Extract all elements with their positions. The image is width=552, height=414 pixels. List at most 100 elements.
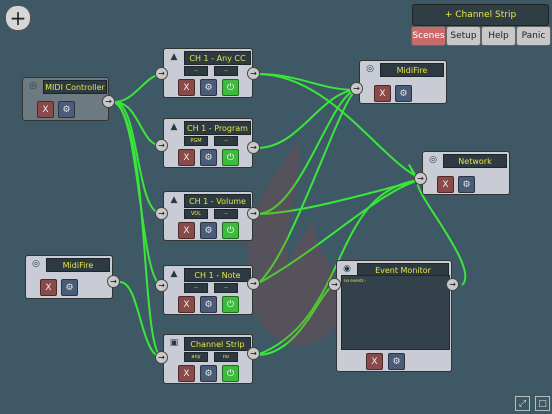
wire [113,73,163,103]
node-title: MidiFire [46,258,110,272]
param-field[interactable]: -- [184,66,208,76]
input-port[interactable]: → [155,351,168,364]
wire [113,101,163,286]
filter-icon: ▲ [170,52,178,62]
power-icon[interactable]: ⏻ [222,365,239,382]
ch1-note-node[interactable]: ▲ CH 1 - Note -- -- X ⚙ ⏻ [163,265,253,315]
param-field[interactable]: -- [214,283,238,293]
midi-port-icon: ◎ [29,81,37,91]
input-port[interactable]: → [155,207,168,220]
remove-button[interactable]: X [37,101,54,118]
help-button[interactable]: Help [481,26,516,46]
network-node[interactable]: ◎ Network X ⚙ [422,151,510,195]
wire [408,164,467,286]
wire [256,73,421,179]
param-field[interactable]: -- [214,66,238,76]
input-port[interactable]: → [155,279,168,292]
param-field[interactable]: no [214,352,238,362]
ch1-any-cc-node[interactable]: ▲ CH 1 - Any CC -- -- X ⚙ ⏻ [163,48,253,98]
gear-icon[interactable]: ⚙ [200,296,217,313]
scenes-button[interactable]: Scenes [411,26,446,46]
param-field[interactable]: VOL [184,209,208,219]
wire [256,89,357,149]
power-icon[interactable]: ⏻ [222,296,239,313]
gear-icon[interactable]: ⚙ [458,176,475,193]
input-port[interactable]: → [155,67,168,80]
event-log[interactable]: no events - [341,275,450,350]
wire [113,101,163,359]
gear-icon[interactable]: ⚙ [395,85,412,102]
gear-icon[interactable]: ⚙ [200,79,217,96]
midifire-output-node[interactable]: ◎ MidiFire X ⚙ [359,60,447,104]
wire [256,179,421,356]
filter-icon: ▲ [170,269,178,279]
panic-button[interactable]: Panic [516,26,551,46]
node-title: Network [443,154,507,168]
remove-button[interactable]: X [178,79,195,96]
node-title: Channel Strip [184,337,251,351]
midi-port-icon: ◎ [32,259,40,269]
remove-button[interactable]: X [40,279,57,296]
node-title: CH 1 - Note [184,268,251,282]
ch1-program-node[interactable]: ▲ CH 1 - Program PGM -- X ⚙ ⏻ [163,118,253,168]
gear-icon[interactable]: ⚙ [58,101,75,118]
node-title: CH 1 - Volume [184,194,251,208]
monitor-icon: ◉ [343,264,351,274]
midifire-input-node[interactable]: ◎ MidiFire X ⚙ [25,255,113,299]
gear-icon[interactable]: ⚙ [61,279,78,296]
wire [256,179,421,285]
node-title: CH 1 - Any CC [184,51,251,65]
power-icon[interactable]: ⏻ [222,222,239,239]
remove-button[interactable]: X [366,353,383,370]
midi-port-icon: ◎ [366,64,374,74]
remove-button[interactable]: X [178,296,195,313]
setup-button[interactable]: Setup [446,26,481,46]
node-title: MIDI Controller [43,80,107,94]
output-port[interactable]: → [247,277,260,290]
gear-icon[interactable]: ⚙ [200,222,217,239]
remove-button[interactable]: X [374,85,391,102]
add-node-button[interactable]: + [5,5,31,31]
node-title: CH 1 - Program [184,121,251,135]
remove-button[interactable]: X [178,222,195,239]
power-icon[interactable]: ⏻ [222,149,239,166]
event-log-text: no events - [344,278,367,283]
output-port[interactable]: → [102,95,115,108]
wire [113,101,163,215]
input-port[interactable]: → [414,172,427,185]
param-field[interactable]: -- [184,283,208,293]
param-field[interactable]: PGM [184,136,208,146]
output-port[interactable]: → [446,278,459,291]
gear-icon[interactable]: ⚙ [200,149,217,166]
channel-strip-node[interactable]: ▣ Channel Strip any no X ⚙ ⏻ [163,334,253,384]
param-field[interactable]: any [184,352,208,362]
remove-button[interactable]: X [178,365,195,382]
midi-port-icon: ◎ [429,155,437,165]
output-port[interactable]: → [247,67,260,80]
wire [256,89,357,285]
add-channel-strip-button[interactable]: + Channel Strip [412,4,549,26]
tv-icon: ▣ [169,338,179,348]
filter-icon: ▲ [170,122,178,132]
remove-button[interactable]: X [437,176,454,193]
fullscreen-icon[interactable]: ⤢ [515,396,530,411]
param-field[interactable]: -- [214,209,238,219]
gear-icon[interactable]: ⚙ [200,365,217,382]
output-port[interactable]: → [107,275,120,288]
node-title: MidiFire [380,63,444,77]
wire [256,89,357,215]
output-port[interactable]: → [247,207,260,220]
remove-button[interactable]: X [178,149,195,166]
ch1-volume-node[interactable]: ▲ CH 1 - Volume VOL -- X ⚙ ⏻ [163,191,253,241]
midi-controller-node[interactable]: ◎ MIDI Controller X ⚙ [22,77,109,121]
power-icon[interactable]: ⏻ [222,79,239,96]
output-port[interactable]: → [247,347,260,360]
param-field[interactable]: -- [214,136,238,146]
gear-icon[interactable]: ⚙ [388,353,405,370]
input-port[interactable]: → [350,82,363,95]
output-port[interactable]: → [247,141,260,154]
window-icon[interactable]: □ [535,396,550,411]
input-port[interactable]: → [328,278,341,291]
input-port[interactable]: → [155,139,168,152]
